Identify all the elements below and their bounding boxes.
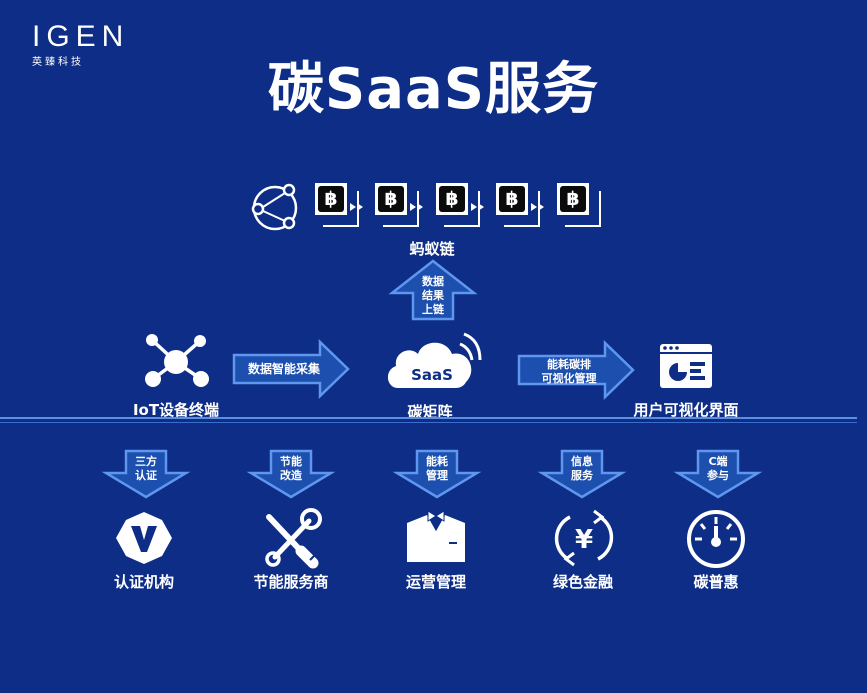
company-logo: IGEN 英臻科技 <box>32 20 142 69</box>
upload-arrow-line-1: 数据 <box>422 275 444 288</box>
chain-link-icon <box>348 198 372 211</box>
saas-label: 碳矩阵 <box>407 403 453 421</box>
service-arrow-line-2: 认证 <box>135 469 157 482</box>
iot-network-icon <box>145 334 209 387</box>
logo-subtitle: 英臻科技 <box>32 57 84 68</box>
service-down-arrow: 三方认证 <box>101 449 191 499</box>
service-label-energy-saving: 节能服务商 <box>253 573 329 591</box>
service-label-operations: 运营管理 <box>405 573 466 591</box>
service-arrow-line-1: 信息 <box>571 455 593 468</box>
chain-block: ฿ <box>375 183 419 227</box>
management-arrow-line-1: 能耗碳排 <box>547 358 591 371</box>
saas-cloud-text: SaaS <box>411 366 453 384</box>
bitcoin-icon: ฿ <box>378 186 404 212</box>
service-arrow-line-2: 服务 <box>571 469 593 482</box>
manager-icon <box>407 510 465 562</box>
dial-icon <box>687 510 745 568</box>
management-arrow-line-2: 可视化管理 <box>541 372 597 385</box>
service-label-certification: 认证机构 <box>113 573 174 591</box>
upload-arrow-line-3: 上链 <box>422 303 444 316</box>
yuan-icon: ¥ <box>554 509 614 567</box>
chain-block: ฿ <box>496 183 540 227</box>
blockchain-label: 蚂蚁链 <box>409 240 455 258</box>
service-arrow-line-2: 参与 <box>707 469 729 482</box>
bitcoin-icon: ฿ <box>439 186 465 212</box>
collect-arrow <box>232 339 350 399</box>
service-down-arrow: 能耗管理 <box>392 449 482 499</box>
service-arrow-line-2: 管理 <box>426 469 448 482</box>
saas-cloud-icon <box>387 332 482 388</box>
bitcoin-icon: ฿ <box>560 186 586 212</box>
chain-block: ฿ <box>436 183 480 227</box>
chain-block: ฿ <box>315 183 359 227</box>
verify-v-icon <box>116 512 172 564</box>
network-node-icon <box>251 183 298 231</box>
chain-block: ฿ <box>557 183 601 227</box>
page-title: 碳SaaS服务 <box>267 57 600 122</box>
section-divider <box>0 417 857 419</box>
chain-link-icon <box>408 198 432 211</box>
logo-mark: IGEN <box>32 20 130 53</box>
service-arrow-line-1: 三方 <box>135 455 157 468</box>
dashboard-label: 用户可视化界面 <box>633 401 739 419</box>
bitcoin-icon: ฿ <box>499 186 525 212</box>
service-down-arrow: 信息服务 <box>537 449 627 499</box>
bitcoin-icon: ฿ <box>318 186 344 212</box>
service-arrow-line-1: 能耗 <box>426 455 448 468</box>
service-label-carbon-inclusive: 碳普惠 <box>693 573 739 591</box>
service-arrow-line-1: 节能 <box>280 455 302 468</box>
upload-arrow <box>388 259 478 321</box>
management-arrow <box>517 340 635 400</box>
chain-link-icon <box>469 198 493 211</box>
iot-label: IoT设备终端 <box>132 401 220 419</box>
service-down-arrow: 节能改造 <box>246 449 336 499</box>
collect-arrow-label: 数据智能采集 <box>247 362 320 376</box>
tools-icon <box>265 508 322 569</box>
service-down-arrow: C端参与 <box>673 449 763 499</box>
dashboard-icon <box>660 344 712 388</box>
service-arrow-line-1: C端 <box>708 455 728 468</box>
service-label-green-finance: 绿色金融 <box>552 573 613 591</box>
upload-arrow-line-2: 结果 <box>422 289 444 302</box>
service-arrow-line-2: 改造 <box>280 469 302 482</box>
svg-text:¥: ¥ <box>575 525 593 555</box>
section-divider-thin <box>0 422 857 423</box>
chain-link-icon <box>529 198 553 211</box>
